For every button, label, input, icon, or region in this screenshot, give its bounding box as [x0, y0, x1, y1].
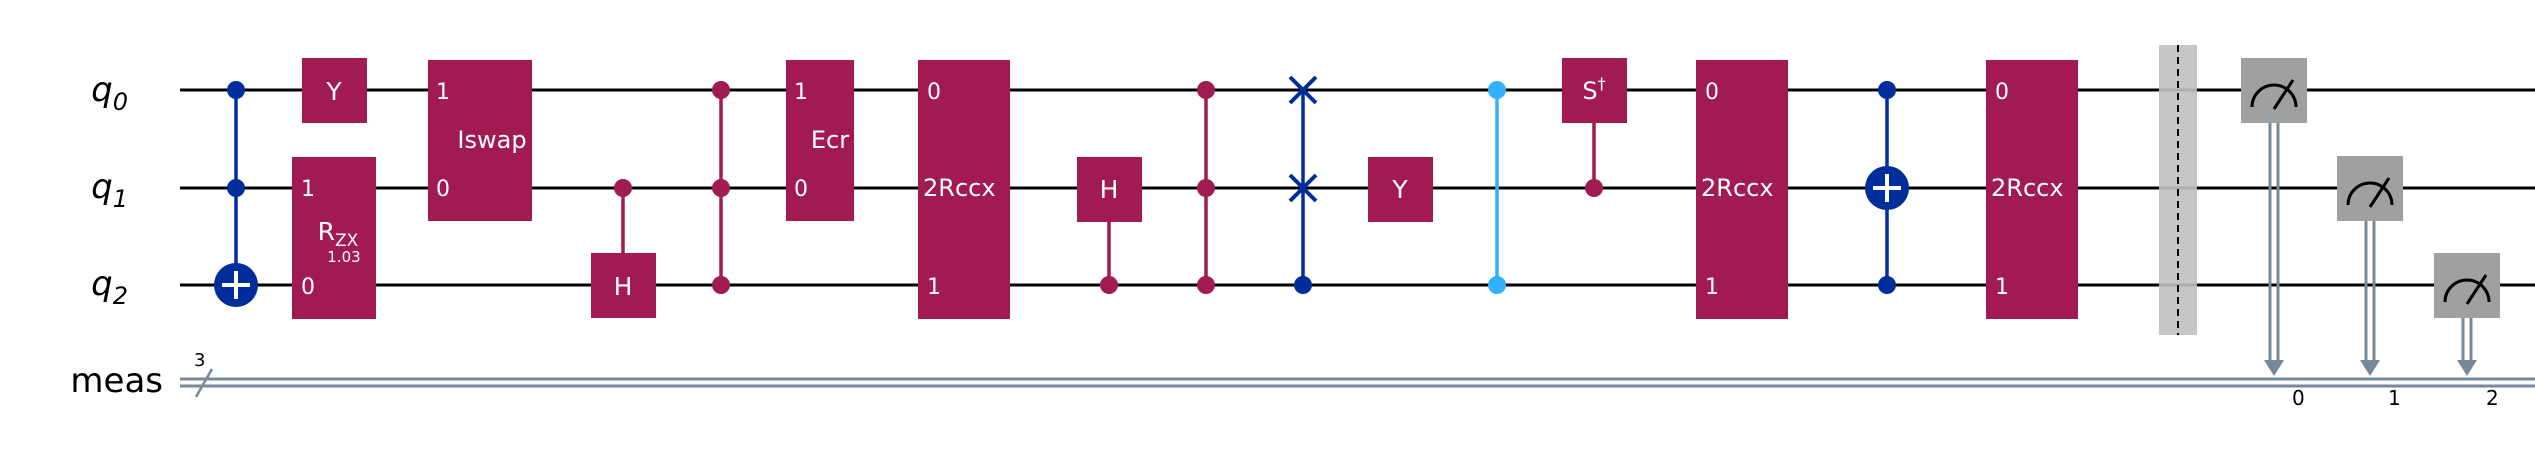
y-gate-2: Y	[1368, 157, 1433, 222]
svg-text:1: 1	[301, 177, 315, 202]
rzx-param: 1.03	[327, 248, 360, 266]
qubit-label-q0: q0	[91, 70, 128, 116]
rzx-gate: 1 0 RZX 1.03	[292, 157, 376, 319]
svg-text:0: 0	[1705, 80, 1719, 105]
control-dot	[1197, 179, 1215, 197]
cswap-gate	[1288, 75, 1318, 294]
qubit-label-q1: q1	[91, 167, 128, 213]
qubit-label-q2: q2	[91, 264, 128, 310]
rccx-gate-1: 0 1 2Rccx	[918, 60, 1010, 319]
y-gate-1: Y	[302, 58, 367, 123]
meter-icon	[2250, 79, 2298, 110]
svg-text:0: 0	[436, 177, 450, 202]
svg-text:1: 1	[794, 80, 808, 105]
rccx-gate-2: 0 1 2Rccx	[1696, 60, 1788, 319]
svg-text:0: 0	[2292, 386, 2305, 410]
measure-q2: 2	[2434, 253, 2500, 410]
classical-register-size: 3	[194, 350, 205, 371]
control-dot	[1878, 81, 1896, 99]
meter-icon	[2443, 274, 2491, 305]
control-dot	[1488, 81, 1506, 99]
ccz-gate-1	[712, 81, 730, 294]
control-dot	[1197, 276, 1215, 294]
svg-text:H: H	[1100, 175, 1119, 204]
iswap-gate: 1 0 Iswap	[428, 60, 532, 221]
svg-text:Iswap: Iswap	[457, 126, 526, 154]
barrier	[2159, 45, 2197, 335]
csdg-gate: S†	[1562, 58, 1627, 197]
svg-text:1: 1	[927, 275, 941, 300]
control-dot	[1294, 276, 1312, 294]
svg-text:1: 1	[1995, 275, 2009, 300]
svg-text:0: 0	[1995, 80, 2009, 105]
control-dot	[227, 179, 245, 197]
svg-text:Ecr: Ecr	[811, 126, 849, 154]
svg-text:2Rccx: 2Rccx	[923, 174, 996, 202]
ccz-gate-2	[1197, 81, 1215, 294]
svg-text:H: H	[614, 272, 633, 301]
swap-x-icon	[1288, 173, 1318, 203]
svg-text:0: 0	[301, 275, 315, 300]
control-dot	[227, 81, 245, 99]
svg-text:Y: Y	[325, 77, 342, 106]
svg-text:2Rccx: 2Rccx	[1701, 174, 1774, 202]
rccx-gate-3: 0 1 2Rccx	[1986, 60, 2078, 319]
cz-gate	[1488, 81, 1506, 294]
meter-icon	[2346, 177, 2394, 208]
cx-gate-2	[1865, 81, 1909, 294]
measure-q1: 1	[2337, 156, 2403, 410]
measure-q0: 0	[2241, 58, 2307, 410]
classical-wire: 3	[180, 350, 2535, 398]
svg-text:1: 1	[1705, 275, 1719, 300]
control-dot	[1197, 81, 1215, 99]
svg-text:1: 1	[436, 80, 450, 105]
svg-text:Y: Y	[1391, 175, 1408, 204]
control-dot	[1100, 276, 1118, 294]
control-dot	[712, 179, 730, 197]
control-dot	[712, 81, 730, 99]
rzx-label: RZX	[318, 217, 359, 251]
classical-register-label: meas	[70, 361, 163, 401]
swap-x-icon	[1288, 75, 1318, 105]
svg-text:1: 1	[2388, 386, 2401, 410]
sdg-label: S†	[1582, 74, 1605, 105]
svg-text:0: 0	[794, 177, 808, 202]
control-dot	[712, 276, 730, 294]
control-dot	[1585, 179, 1603, 197]
control-dot	[614, 179, 632, 197]
control-dot	[1878, 276, 1896, 294]
control-dot	[1488, 276, 1506, 294]
cx-gate-1	[214, 81, 258, 307]
ecr-gate: 1 0 Ecr	[786, 60, 854, 221]
svg-text:2Rccx: 2Rccx	[1991, 174, 2064, 202]
ch-gate-1: H	[591, 179, 656, 318]
svg-text:2: 2	[2486, 386, 2499, 410]
svg-text:0: 0	[927, 80, 941, 105]
ch-gate-2: H	[1077, 157, 1142, 294]
